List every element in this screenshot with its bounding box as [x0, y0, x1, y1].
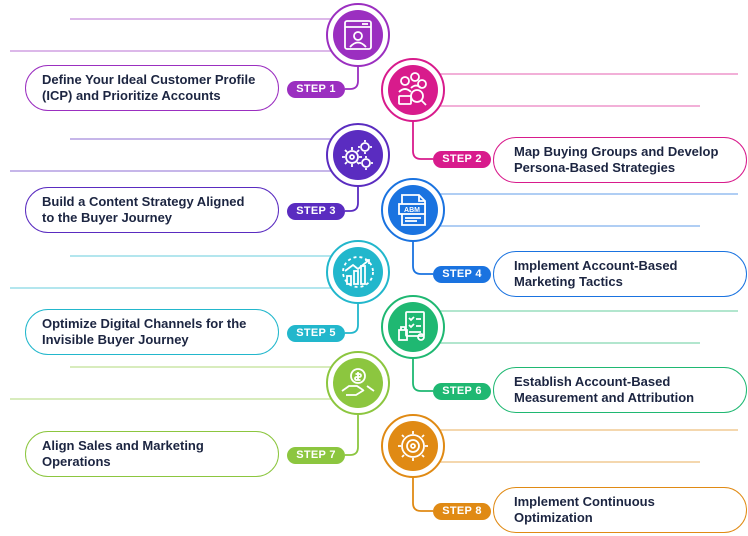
step-2-title: Map Buying Groups and Develop Persona-Ba…	[514, 144, 719, 175]
step-3-title: Build a Content Strategy Aligned to the …	[42, 194, 245, 225]
step-5-box: Optimize Digital Channels for the Invisi…	[25, 309, 279, 355]
step-8-badge: STEP 8	[433, 503, 491, 520]
step-2-box: Map Buying Groups and Develop Persona-Ba…	[493, 137, 747, 183]
gears-icon	[330, 127, 386, 183]
step-connector	[345, 66, 359, 90]
step-6-title: Establish Account-Based Measurement and …	[514, 374, 695, 405]
step-1-badge: STEP 1	[287, 81, 345, 98]
step-connector	[412, 477, 433, 512]
abm-document-icon: ABM	[385, 182, 441, 238]
step-connector	[412, 358, 433, 392]
checklist-icon	[385, 299, 441, 355]
step-7-box: Align Sales and Marketing Operations	[25, 431, 279, 477]
step-connector	[412, 121, 433, 160]
step-circle	[388, 421, 438, 471]
buying-group-icon	[385, 62, 441, 118]
step-4-badge: STEP 4	[433, 266, 491, 283]
step-connector	[345, 414, 359, 456]
handshake-money-icon	[330, 355, 386, 411]
step-6-badge: STEP 6	[433, 383, 491, 400]
step-5-badge: STEP 5	[287, 325, 345, 342]
step-2-badge: STEP 2	[433, 151, 491, 168]
step-4-box: Implement Account-Based Marketing Tactic…	[493, 251, 747, 297]
growth-chart-icon	[330, 244, 386, 300]
step-connector	[345, 186, 359, 212]
step-6-box: Establish Account-Based Measurement and …	[493, 367, 747, 413]
step-8-title: Implement Continuous Optimization	[514, 494, 655, 525]
step-8-box: Implement Continuous Optimization	[493, 487, 747, 533]
customer-profile-icon	[330, 7, 386, 63]
step-circle	[388, 65, 438, 115]
step-1-box: Define Your Ideal Customer Profile (ICP)…	[25, 65, 279, 111]
optimization-gear-icon	[385, 418, 441, 474]
step-3-box: Build a Content Strategy Aligned to the …	[25, 187, 279, 233]
step-4-title: Implement Account-Based Marketing Tactic…	[514, 258, 678, 289]
step-1-title: Define Your Ideal Customer Profile (ICP)…	[42, 72, 256, 103]
step-7-title: Align Sales and Marketing Operations	[42, 438, 204, 469]
step-connector	[412, 241, 433, 275]
step-5-title: Optimize Digital Channels for the Invisi…	[42, 316, 247, 347]
step-connector	[345, 303, 359, 334]
step-7-badge: STEP 7	[287, 447, 345, 464]
step-3-badge: STEP 3	[287, 203, 345, 220]
abm-label: ABM	[404, 207, 420, 214]
connector-lines	[10, 18, 738, 512]
